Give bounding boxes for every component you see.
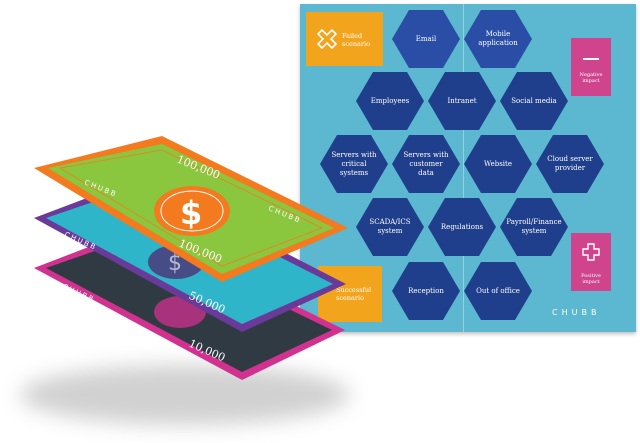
tile-employees[interactable]: Employees (356, 72, 424, 130)
tile-label: Cloud server provider (547, 155, 593, 172)
tile-label: Employees (370, 96, 410, 105)
tile-label: Social media (511, 96, 557, 105)
board-brand-logo: CHUBB (552, 308, 601, 317)
tile-reception[interactable]: Reception (392, 262, 460, 320)
tile-label: Intranet (447, 96, 477, 105)
tile-email[interactable]: Email (392, 10, 460, 68)
tile-label: Reception (408, 286, 444, 295)
tile-label: Out of office (476, 286, 520, 295)
note-emblem-ring (160, 190, 224, 232)
stack-shadow (20, 365, 350, 425)
tile-servers-customer-data[interactable]: Servers with customer data (392, 135, 460, 193)
tile-label: Website (483, 159, 513, 168)
negative-impact-label: Negative impact (579, 72, 603, 84)
failed-scenario-card[interactable]: Failed scenario (306, 12, 383, 66)
tile-servers-critical-systems[interactable]: Servers with critical systems (320, 135, 388, 193)
positive-impact-card[interactable]: Positive impact (571, 233, 611, 291)
tile-scada-ics-system[interactable]: SCADA/ICS system (356, 198, 424, 256)
tile-label: Servers with critical systems (331, 150, 377, 177)
plus-icon (582, 243, 600, 261)
minus-icon (583, 58, 599, 60)
failed-scenario-label: Failed scenario (342, 32, 370, 48)
x-icon (316, 28, 338, 50)
dollar-icon: $ (180, 194, 202, 232)
tile-intranet[interactable]: Intranet (428, 72, 496, 130)
negative-impact-card[interactable]: Negative impact (571, 38, 611, 96)
tile-label: Mobile application (478, 30, 518, 47)
board-fold (463, 4, 464, 332)
tile-label: Servers with customer data (403, 150, 449, 177)
tile-regulations[interactable]: Regulations (428, 198, 496, 256)
note-emblem (154, 186, 230, 236)
dollar-icon: $ (168, 251, 182, 276)
tile-label: SCADA/ICS system (369, 218, 411, 235)
tile-label: Email (415, 34, 437, 43)
tile-label: Payroll/Finance system (506, 218, 562, 235)
tile-label: Regulations (440, 222, 484, 231)
money-note-100000[interactable]: 100,000 CHUBB CHUBB 100,000 $ (34, 136, 348, 282)
positive-impact-label: Positive impact (581, 273, 601, 285)
successful-scenario-label: Successful scenario (336, 286, 372, 302)
